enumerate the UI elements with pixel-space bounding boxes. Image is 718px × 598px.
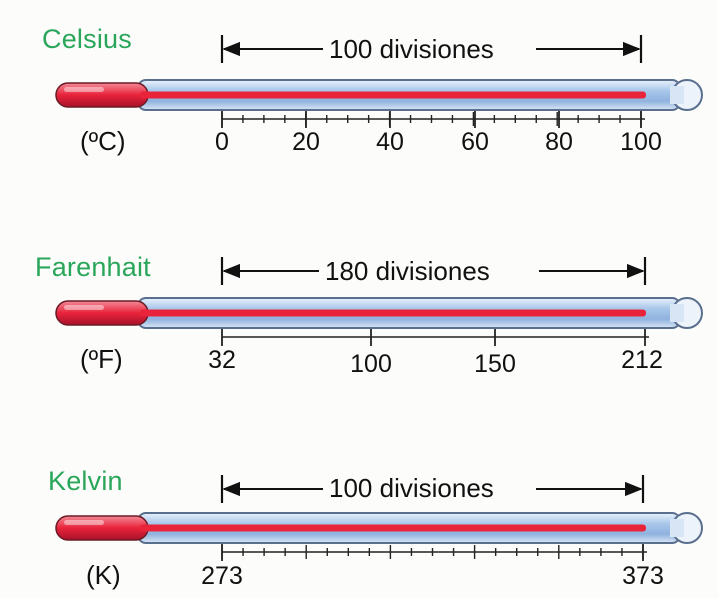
celsius-span-label: 100 divisiones (323, 34, 500, 64)
celsius-tick-label: 20 (292, 128, 320, 156)
celsius-mercury (140, 91, 646, 99)
farenhait-tick-label: 100 (350, 350, 392, 378)
farenhait-bulb (55, 300, 149, 326)
celsius-tube-neck (670, 86, 684, 104)
kelvin-mercury (140, 524, 646, 532)
kelvin-span-label: 100 divisiones (323, 473, 500, 503)
celsius-unit-label: (ºC) (80, 126, 126, 156)
farenhait-scale-name: Farenhait (35, 252, 151, 282)
farenhait-tube-neck (670, 304, 684, 322)
farenhait-unit-label: (ºF) (80, 344, 123, 374)
farenhait-tick-label: 212 (621, 346, 663, 374)
celsius-bulb-highlight (64, 87, 104, 92)
celsius-tick-label: 60 (461, 128, 489, 156)
farenhait-mercury (140, 309, 646, 317)
celsius-tick-label: 100 (620, 128, 662, 156)
celsius-tick-label: 0 (215, 128, 229, 156)
kelvin-bulb (55, 515, 149, 541)
farenhait-tick-label: 150 (474, 350, 516, 378)
kelvin-tick-label: 373 (622, 562, 664, 590)
kelvin-scale-name: Kelvin (48, 466, 123, 496)
farenhait-span-label: 180 divisiones (319, 256, 496, 286)
kelvin-bulb-highlight (64, 520, 104, 525)
farenhait-tick-label: 32 (208, 346, 236, 374)
kelvin-tick-label: 273 (201, 562, 243, 590)
celsius-tick-label: 40 (376, 128, 404, 156)
kelvin-unit-label: (K) (86, 560, 121, 590)
celsius-bulb (55, 82, 149, 108)
celsius-tick-label: 80 (545, 128, 573, 156)
farenhait-bulb-highlight (64, 305, 104, 310)
kelvin-tube-neck (670, 519, 684, 537)
celsius-scale-name: Celsius (42, 24, 132, 54)
